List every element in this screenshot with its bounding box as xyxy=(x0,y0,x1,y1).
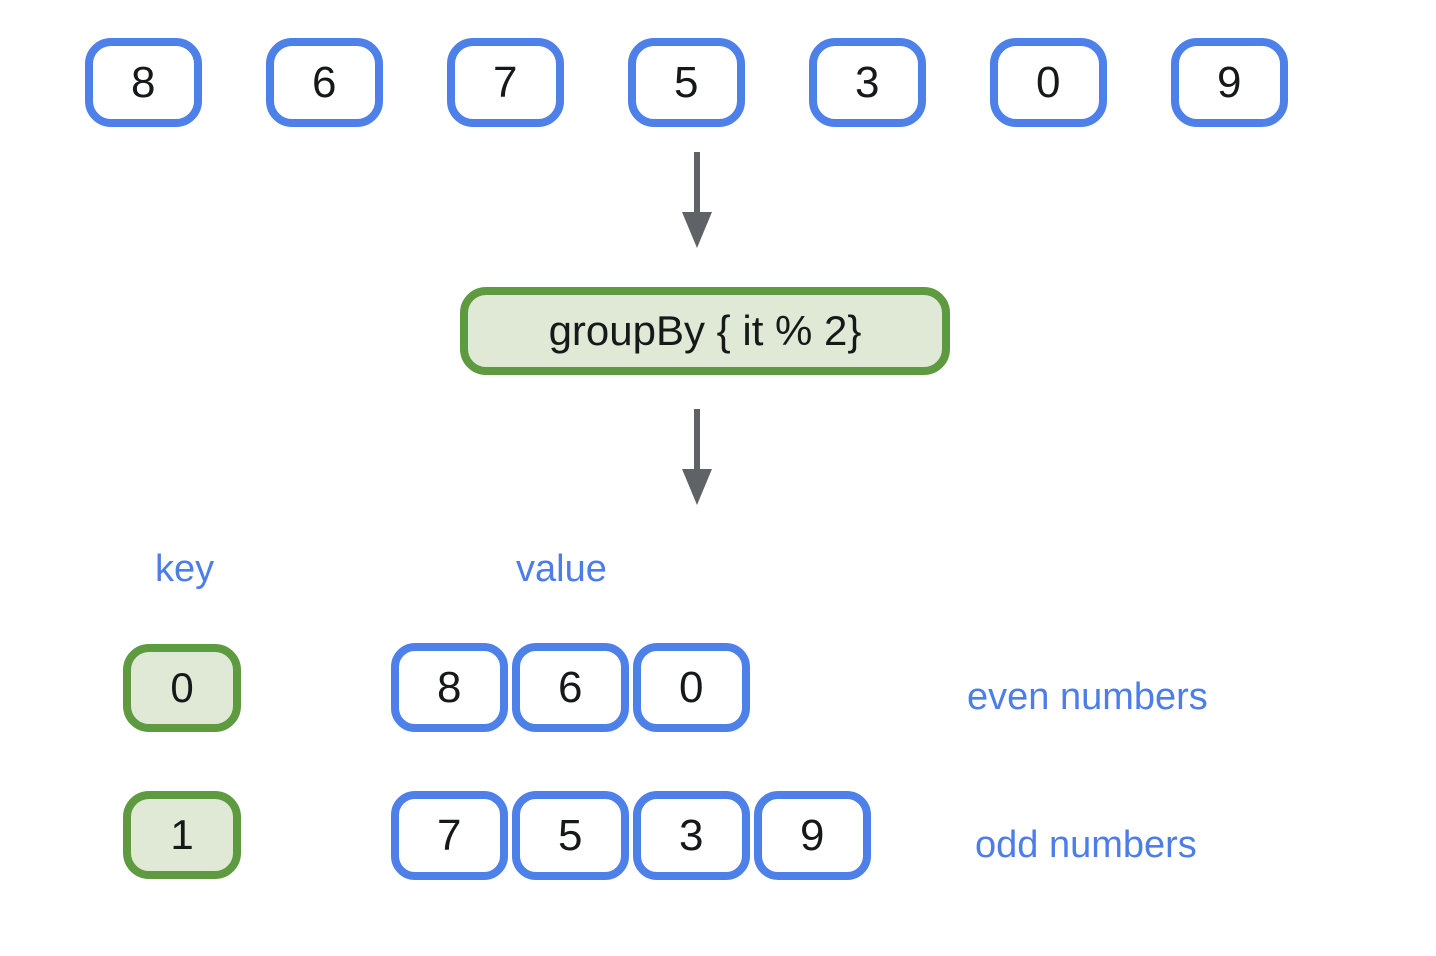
value-item: 5 xyxy=(512,791,629,880)
input-item: 3 xyxy=(809,38,926,127)
value-item: 6 xyxy=(512,643,629,732)
input-item: 9 xyxy=(1171,38,1288,127)
arrow-down-icon xyxy=(682,409,712,505)
value-column-label: value xyxy=(516,548,607,590)
group-annotation: even numbers xyxy=(967,676,1208,718)
key-column-label: key xyxy=(155,548,215,590)
input-item: 8 xyxy=(85,38,202,127)
input-item: 0 xyxy=(990,38,1107,127)
value-item: 9 xyxy=(754,791,871,880)
value-item: 8 xyxy=(391,643,508,732)
input-item: 5 xyxy=(628,38,745,127)
arrow-down-icon xyxy=(682,152,712,248)
input-item: 6 xyxy=(266,38,383,127)
value-item: 3 xyxy=(633,791,750,880)
group-values: 7 5 3 9 xyxy=(391,791,871,880)
value-item: 0 xyxy=(633,643,750,732)
group-key: 0 xyxy=(123,644,241,732)
value-item: 7 xyxy=(391,791,508,880)
input-item: 7 xyxy=(447,38,564,127)
group-annotation: odd numbers xyxy=(975,824,1197,866)
group-values: 8 6 0 xyxy=(391,643,750,732)
group-key: 1 xyxy=(123,791,241,879)
input-list: 8 6 7 5 3 0 9 xyxy=(85,38,1288,127)
groupby-operation: groupBy { it % 2} xyxy=(460,287,950,375)
